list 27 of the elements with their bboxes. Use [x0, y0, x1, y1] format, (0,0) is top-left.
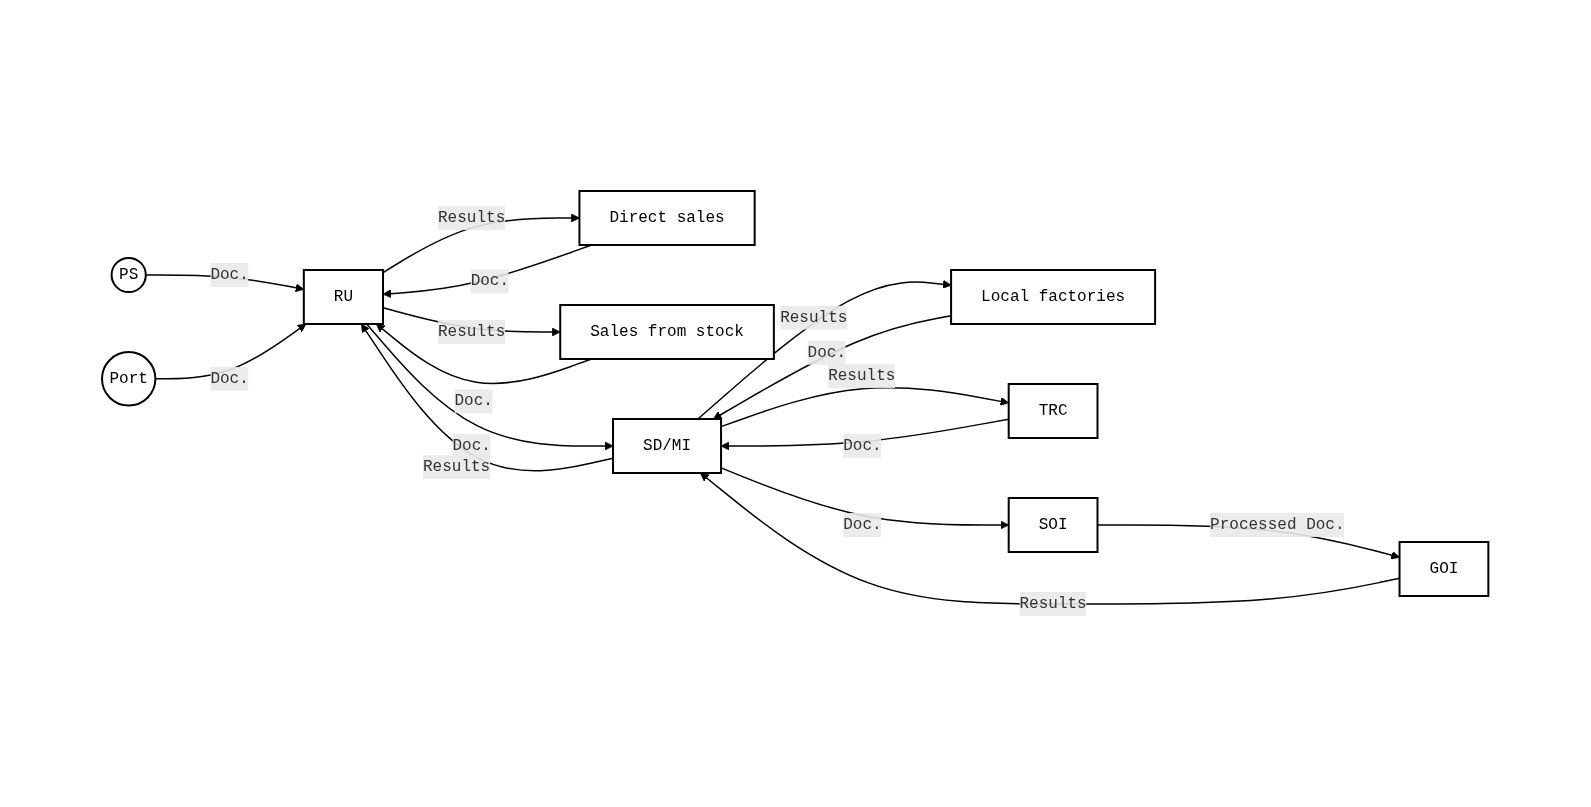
edge-label: Doc.	[210, 266, 250, 284]
arrow	[366, 323, 614, 451]
edge-label: Results	[438, 323, 506, 341]
edge-label: Doc.	[470, 272, 510, 291]
edge-label: Processed Doc.	[1210, 516, 1345, 534]
edge-label: Doc.	[210, 369, 250, 388]
node-box: GOI	[1398, 541, 1490, 597]
node-circle: PS	[110, 256, 148, 294]
edge-label: Results	[423, 458, 491, 477]
node-circle: Port	[101, 351, 157, 407]
edge-label: Results	[828, 367, 896, 386]
node-box: RU	[303, 269, 385, 325]
node-box: SOI	[1008, 497, 1099, 553]
arrow	[697, 279, 952, 420]
node-box: Sales from stock	[559, 304, 776, 360]
node-box: Local factories	[950, 269, 1157, 325]
edge-label: Doc.	[454, 392, 494, 411]
node-box: Direct sales	[578, 190, 756, 246]
edge-label: Doc.	[452, 437, 492, 455]
edge-label: Results	[1019, 595, 1088, 613]
edge-label: Doc.	[843, 516, 882, 534]
edge-label: Doc.	[807, 343, 847, 362]
edge-label: Results	[780, 308, 848, 327]
edge-label: Results	[438, 209, 506, 227]
node-box: TRC	[1008, 383, 1099, 439]
edge-label: Doc.	[843, 437, 882, 455]
node-box: SD/MI	[612, 418, 723, 474]
